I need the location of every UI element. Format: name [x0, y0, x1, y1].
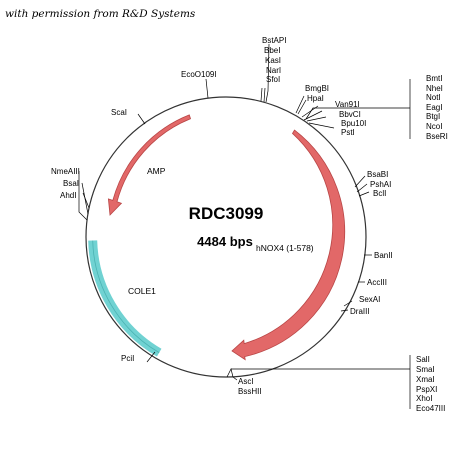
site-label: BtgI	[426, 112, 440, 121]
site-label: BseRI	[426, 132, 448, 141]
site-label: AhdI	[60, 191, 76, 200]
site-label: DraIII	[350, 307, 370, 316]
plasmid-name: RDC3099	[189, 204, 264, 223]
site-label: XhoI	[416, 394, 432, 403]
amp-label: AMP	[147, 166, 166, 176]
site-label: HpaI	[307, 94, 324, 103]
site-label: PstI	[341, 128, 355, 137]
site-label: NcoI	[426, 122, 442, 131]
site-label: SfoI	[266, 75, 280, 84]
credit-text: with permission from R&D Systems	[5, 8, 196, 20]
site-label: NarI	[266, 66, 281, 75]
insert-arrow	[231, 129, 345, 361]
site-label: BssHII	[238, 387, 262, 396]
cole1-arc	[88, 240, 162, 357]
site-label: BclI	[373, 189, 386, 198]
amp-arrow	[107, 114, 191, 216]
cole1-arc-outline	[92, 240, 160, 353]
site-label: EagI	[426, 103, 442, 112]
site-label: BbeI	[264, 46, 280, 55]
site-label: KasI	[265, 56, 281, 65]
site-label: BsaI	[63, 179, 79, 188]
site-label: SexAI	[359, 295, 380, 304]
site-label: BbvCI	[339, 110, 361, 119]
site-leader-lines	[78, 43, 411, 409]
site-label: NmeAIII	[51, 167, 80, 176]
site-label: SalI	[416, 355, 430, 364]
insert-label: hNOX4 (1-578)	[256, 243, 314, 253]
site-label: ScaI	[111, 108, 127, 117]
site-label: XmaI	[416, 375, 435, 384]
site-label: BmgBI	[305, 84, 329, 93]
site-label: BstAPI	[262, 36, 286, 45]
cole1-label: COLE1	[128, 286, 156, 296]
site-label: Eco47III	[416, 404, 445, 413]
site-label: BanII	[374, 251, 393, 260]
plasmid-size: 4484 bps	[197, 234, 253, 249]
plasmid-ring	[85, 96, 367, 378]
site-label: Van91I	[335, 100, 360, 109]
site-label: PshAI	[370, 180, 391, 189]
site-label: PspXI	[416, 385, 437, 394]
site-label: EcoO109I	[181, 70, 217, 79]
site-label: SmaI	[416, 365, 435, 374]
site-labels: BstAPI BbeI KasI NarI SfoI EcoO109I BmgB…	[51, 36, 448, 413]
site-label: BmtI	[426, 74, 442, 83]
site-label: BsaBI	[367, 170, 388, 179]
site-label: PciI	[121, 354, 134, 363]
site-label: Bpu10I	[341, 119, 366, 128]
site-label: NotI	[426, 93, 441, 102]
site-label: AscI	[238, 377, 254, 386]
site-label: NheI	[426, 84, 443, 93]
site-label: AccIII	[367, 278, 387, 287]
